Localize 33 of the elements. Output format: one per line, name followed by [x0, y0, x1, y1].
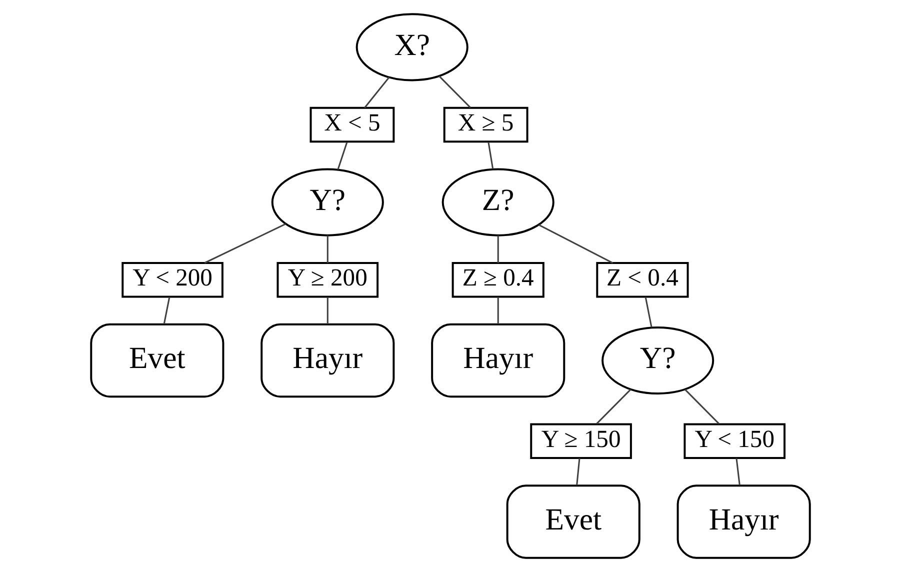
node-box: X < 5: [310, 106, 395, 143]
node-box: Y ≥ 150: [530, 423, 632, 459]
connector: [736, 458, 740, 486]
node-box: Evet: [90, 323, 224, 398]
connector: [596, 389, 632, 424]
node-box: Hayır: [260, 323, 395, 398]
node-box: Hayır: [431, 323, 566, 398]
connector: [438, 76, 471, 108]
connector: [163, 296, 170, 324]
connector: [364, 76, 390, 108]
node-box: Z ≥ 0.4: [452, 262, 544, 298]
node-box: X ≥ 5: [443, 106, 528, 143]
node-box: Z < 0.4: [596, 262, 689, 298]
connector: [538, 224, 614, 264]
node-box: Y < 150: [684, 423, 786, 459]
node-ellipse: X?: [356, 13, 468, 82]
node-ellipse: Y?: [602, 326, 714, 394]
connector: [576, 458, 580, 486]
connector: [497, 235, 499, 263]
connector: [644, 296, 652, 328]
connector: [326, 297, 328, 324]
connector: [326, 235, 328, 263]
node-box: Y < 200: [122, 262, 224, 298]
connector: [497, 297, 499, 324]
node-box: Hayır: [676, 484, 811, 559]
node-box: Y ≥ 200: [276, 262, 379, 298]
connector: [204, 223, 286, 264]
connector: [337, 142, 348, 170]
connector: [488, 142, 494, 170]
node-box: Evet: [506, 484, 640, 559]
node-ellipse: Z?: [442, 168, 554, 236]
connector: [684, 389, 720, 424]
node-ellipse: Y?: [271, 168, 384, 236]
